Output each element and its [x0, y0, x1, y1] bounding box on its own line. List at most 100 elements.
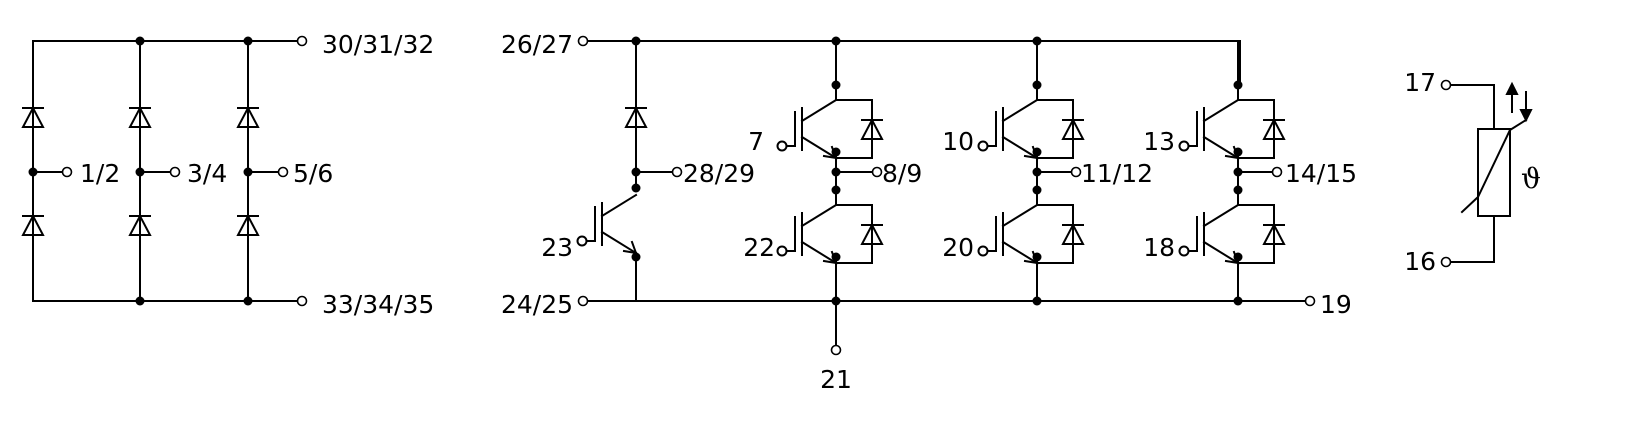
junction-dot: [1032, 80, 1042, 90]
brake-diode: [624, 105, 648, 128]
junction-dot: [135, 167, 145, 177]
terminal-pin: [1440, 256, 1452, 268]
junction-dot: [1233, 296, 1243, 306]
freewheeling-diode: [1262, 222, 1286, 245]
junction-dot: [1032, 167, 1042, 177]
junction-dot: [831, 80, 841, 90]
junction-dot: [831, 185, 841, 195]
wire: [1036, 204, 1074, 264]
rectifier-diode-upper: [128, 105, 152, 128]
pin-label-phase-u: 8/9: [882, 159, 922, 188]
terminal-pin: [577, 35, 589, 47]
pin-label-gate-high-u: 7: [748, 127, 764, 156]
wire: [835, 99, 873, 159]
terminal-pins: [61, 35, 1452, 356]
terminal-pin: [1440, 79, 1452, 91]
gate-pin: [576, 235, 588, 247]
junction-dot: [831, 147, 841, 157]
junction-dot: [135, 296, 145, 306]
rectifier-diode-lower: [21, 213, 45, 236]
junction-dot: [243, 167, 253, 177]
terminal-pin: [277, 166, 289, 178]
rectifier-diode-lower: [236, 213, 260, 236]
terminal-pin: [830, 344, 842, 356]
wire: [1237, 99, 1275, 159]
gate-pin: [1178, 245, 1190, 257]
terminal-pin: [296, 295, 308, 307]
pin-label-gate-low-v: 20: [942, 233, 974, 262]
freewheeling-diode: [860, 222, 884, 245]
terminal-pin: [671, 166, 683, 178]
terminal-pin: [1271, 166, 1283, 178]
pin-label-brake-gate: 23: [541, 233, 573, 262]
rectifier-diode-upper: [21, 105, 45, 128]
terminal-pin: [61, 166, 73, 178]
junction-dot: [1032, 147, 1042, 157]
junction-dot: [1032, 185, 1042, 195]
pin-label-gate-high-w: 13: [1143, 127, 1175, 156]
junction-dot: [631, 36, 641, 46]
pin-label-emitter: 19: [1320, 290, 1352, 319]
terminal-pin: [871, 166, 883, 178]
gate-pin: [776, 245, 788, 257]
wire: [1460, 118, 1528, 214]
terminal-pin: [577, 295, 589, 307]
freewheeling-diode: [1061, 117, 1085, 140]
high-side-igbt: [776, 98, 838, 160]
junction-dots: [28, 36, 1243, 306]
pin-label-dc-plus-inverter: 26/27: [501, 30, 573, 59]
terminal-pin: [296, 35, 308, 47]
pin-label-ac-2: 3/4: [187, 159, 227, 188]
pin-label-ac-3: 5/6: [293, 159, 333, 188]
terminal-pin: [1070, 166, 1082, 178]
rectifier-diode-upper: [236, 105, 260, 128]
pin-label-dc-minus-inverter: 24/25: [501, 290, 573, 319]
gate-pin: [776, 140, 788, 152]
junction-dot: [631, 167, 641, 177]
pin-label-ac-1: 1/2: [80, 159, 120, 188]
low-side-igbt: [776, 203, 838, 265]
low-side-igbt: [1178, 203, 1240, 265]
wire: [1450, 215, 1495, 263]
brake-igbt: [576, 193, 638, 255]
freewheeling-diode: [1262, 117, 1286, 140]
junction-dot: [1233, 167, 1243, 177]
wire: [1450, 84, 1495, 130]
junction-dot: [1233, 147, 1243, 157]
arrow-up-icon: [1505, 81, 1519, 95]
junction-dot: [28, 167, 38, 177]
rectifier-diode-lower: [128, 213, 152, 236]
gate-pin: [977, 140, 989, 152]
ntc-resistor-body: [1477, 128, 1511, 217]
junction-dot: [1233, 185, 1243, 195]
gate-pin: [977, 245, 989, 257]
arrow-down-icon: [1519, 109, 1533, 123]
junction-dot: [631, 183, 641, 193]
junction-dot: [243, 296, 253, 306]
junction-dot: [831, 36, 841, 46]
pin-label-phase-w: 14/15: [1285, 159, 1357, 188]
ntc-theta-symbol: ϑ: [1521, 162, 1541, 195]
junction-dot: [1032, 36, 1042, 46]
pin-label-gate-high-v: 10: [942, 127, 974, 156]
junction-dot: [135, 36, 145, 46]
freewheeling-diode: [1061, 222, 1085, 245]
pin-label-gate-low-u: 22: [743, 233, 775, 262]
terminal-pin: [1304, 295, 1316, 307]
freewheeling-diode: [860, 117, 884, 140]
junction-dot: [243, 36, 253, 46]
low-side-igbt: [977, 203, 1039, 265]
pin-label-phase-v: 11/12: [1081, 159, 1153, 188]
junction-dot: [831, 167, 841, 177]
junction-dot: [631, 252, 641, 262]
gate-pin: [1178, 140, 1190, 152]
terminal-pin: [169, 166, 181, 178]
junction-dot: [831, 252, 841, 262]
pin-label-ntc-top: 17: [1404, 68, 1436, 97]
pin-label-brake-output: 28/29: [683, 159, 755, 188]
pin-label-dc-minus-rectifier: 33/34/35: [322, 290, 434, 319]
junction-dot: [831, 296, 841, 306]
high-side-igbt: [1178, 98, 1240, 160]
high-side-igbt: [977, 98, 1039, 160]
